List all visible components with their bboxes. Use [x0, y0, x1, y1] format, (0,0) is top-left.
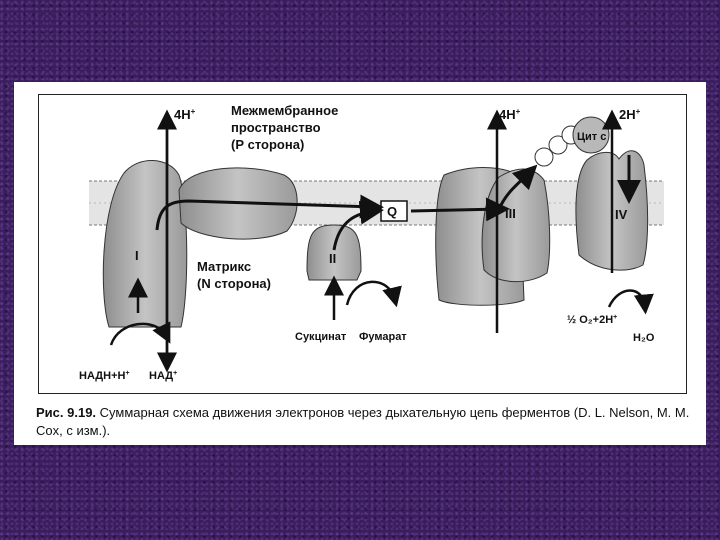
complex-ii-label: II	[329, 251, 336, 266]
fumarate-label: Фумарат	[359, 331, 407, 343]
complex-iv-label: IV	[615, 207, 628, 222]
intermembrane-label-line2: пространство	[231, 120, 321, 135]
proton-label-complex-i: 4H+	[174, 107, 196, 122]
cytochrome-c-label: Цит с	[577, 131, 606, 143]
water-label: H₂O	[633, 332, 655, 344]
nadh-label: НАДН+Н+	[79, 370, 130, 382]
complex-iii	[436, 168, 550, 306]
matrix-label-line1: Матрикс	[197, 259, 251, 274]
succinate-label: Сукцинат	[295, 331, 347, 343]
proton-label-complex-iv: 2H+	[619, 107, 641, 122]
caption-text: Суммарная схема движения электронов чере…	[36, 405, 689, 438]
figure-caption: Рис. 9.19. Суммарная схема движения элек…	[36, 404, 696, 440]
caption-prefix: Рис. 9.19.	[36, 405, 96, 420]
intermembrane-label-line1: Межмембранное	[231, 103, 338, 118]
electron-transport-diagram: 4H+ Межмембранное пространство (Р сторон…	[39, 95, 685, 392]
slide-panel: 4H+ Межмембранное пространство (Р сторон…	[14, 82, 706, 445]
complex-iii-label: III	[505, 206, 516, 221]
complex-i-label: I	[135, 248, 139, 263]
intermembrane-label-line3: (Р сторона)	[231, 137, 304, 152]
figure-frame: 4H+ Межмембранное пространство (Р сторон…	[38, 94, 687, 394]
oxygen-label: ½ O₂+2H+	[567, 314, 617, 326]
matrix-label-line2: (N сторона)	[197, 276, 271, 291]
nad-label: НАД+	[149, 370, 177, 382]
proton-label-complex-iii: 4H+	[499, 107, 521, 122]
complex-i	[103, 160, 297, 327]
quinone-label: Q	[387, 204, 397, 219]
